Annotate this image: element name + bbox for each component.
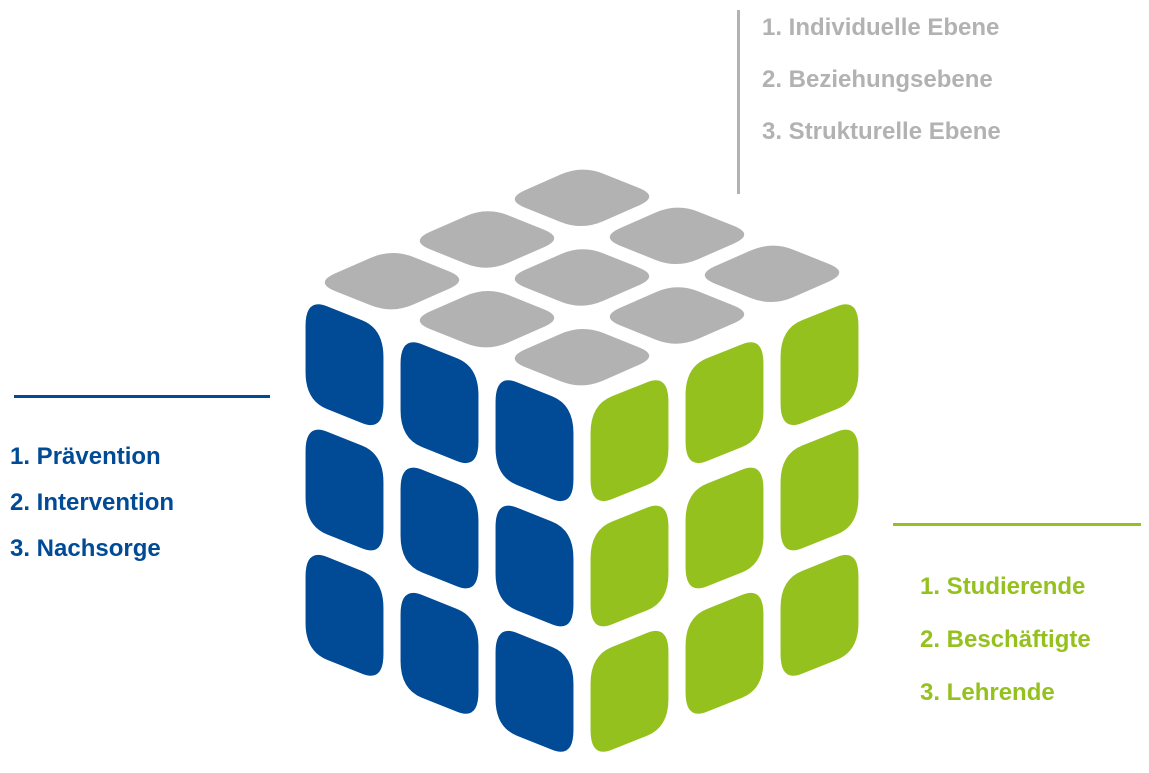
cube-top-tile (514, 249, 650, 306)
cube-top-tile (514, 328, 650, 386)
cube-right-tile (685, 467, 764, 589)
legend-item-lehrende: 3. Lehrende (920, 679, 1055, 706)
cube-right-tile (590, 505, 669, 627)
left-face-legend: 1. Prävention 2. Intervention 3. Nachsor… (10, 445, 174, 583)
cube-left-tile (495, 380, 574, 502)
cube-left-tile (495, 505, 574, 627)
cube-right-tile (685, 592, 764, 714)
cube-top-tile (419, 290, 555, 348)
cube-right-tile (780, 304, 859, 426)
cube-right-tile (780, 429, 859, 551)
cube-right-tile (590, 630, 669, 752)
legend-item-studierende: 1. Studierende (920, 573, 1086, 600)
cube-left-tile (495, 630, 574, 752)
left-legend-divider (14, 395, 270, 398)
cube-top-tile (419, 211, 555, 268)
cube-right-tile (780, 554, 859, 676)
cube-left-tile (400, 592, 479, 714)
legend-item-nachsorge: 3. Nachsorge (10, 535, 161, 562)
cube-left-tile (305, 554, 384, 676)
cube-top-tile (324, 252, 460, 310)
cube-right-tile (685, 342, 764, 464)
cube-left-tile (305, 429, 384, 551)
rubiks-cube (305, 169, 859, 752)
legend-item-beschaeftigte: 2. Beschäftigte (920, 626, 1091, 653)
cube-left-tile (305, 304, 384, 426)
cube-top-tile (609, 207, 745, 265)
legend-item-individuelle-ebene: 1. Individuelle Ebene (762, 14, 1000, 41)
top-face-legend: 1. Individuelle Ebene 2. Beziehungsebene… (762, 16, 1001, 172)
top-legend-divider (737, 10, 740, 194)
cube-top-tile (514, 169, 650, 227)
right-legend-divider (893, 523, 1141, 526)
cube-left-tile (400, 342, 479, 464)
cube-top-tile (704, 245, 840, 303)
right-face-legend: 1. Studierende 2. Beschäftigte 3. Lehren… (920, 575, 1091, 734)
legend-item-intervention: 2. Intervention (10, 489, 175, 516)
cube-left-tile (400, 467, 479, 589)
legend-item-strukturelle-ebene: 3. Strukturelle Ebene (762, 118, 1001, 145)
legend-item-beziehungsebene: 2. Beziehungsebene (762, 66, 993, 93)
legend-item-praevention: 1. Prävention (10, 443, 161, 470)
cube-right-tile (590, 380, 669, 502)
cube-top-tile (609, 287, 745, 344)
